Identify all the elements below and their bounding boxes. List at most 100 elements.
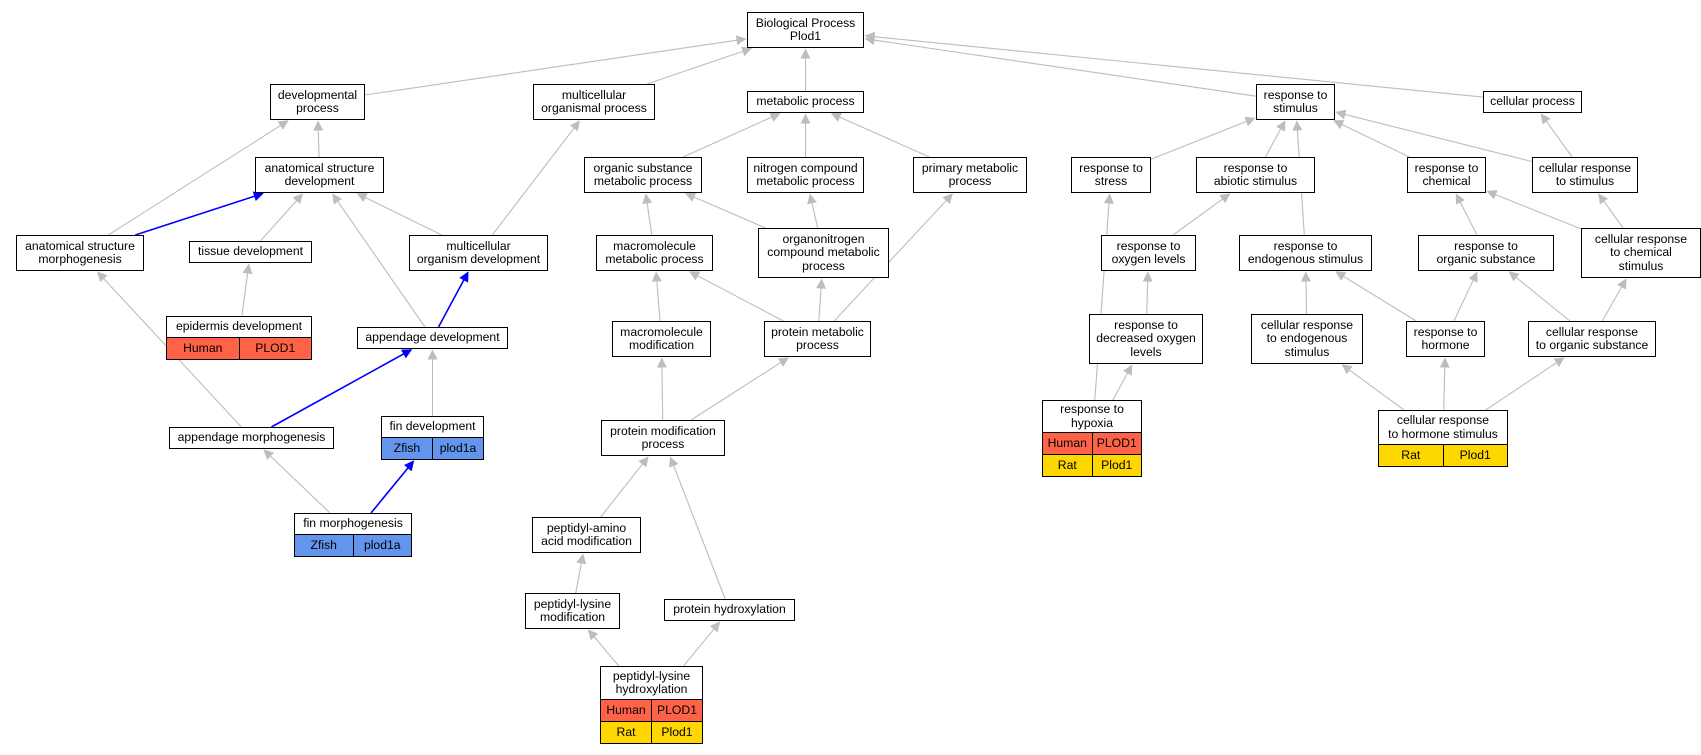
edge-prmp-to-ocmp — [816, 278, 827, 322]
edge-fm-to-am — [263, 449, 331, 514]
node-label-line: oxygen levels — [1111, 252, 1186, 266]
species-label: Rat — [1057, 457, 1077, 472]
node-label-line: response to — [1060, 402, 1124, 416]
edge-cros-to-crcs — [1601, 278, 1627, 322]
node-label-line: decreased oxygen — [1096, 331, 1196, 346]
edge-ed-to-td — [241, 263, 253, 317]
gene-label: plod1a — [352, 535, 412, 556]
node-label-line: peptidyl-amino — [546, 520, 627, 535]
edge-plm-to-paam — [575, 553, 587, 594]
edge-rhyp-to-rtstress — [1094, 193, 1114, 401]
node-label-line: stress — [1094, 174, 1128, 188]
node-label-line: stimulus — [1618, 258, 1664, 273]
edge-crhs-to-rth — [1439, 357, 1450, 411]
go-node-met[interactable]: metabolic process — [747, 91, 864, 113]
node-label: tissue development — [190, 242, 311, 262]
node-label-line: peptidyl-lysine — [612, 668, 691, 683]
go-node-ad[interactable]: appendage development — [357, 327, 508, 349]
node-label-line: stimulus — [1273, 101, 1318, 115]
edge-rts-to-bp — [864, 35, 1257, 97]
node-label-line: organic substance — [1436, 252, 1536, 266]
node-label-line: hydroxylation — [615, 682, 688, 696]
node-label-line: cellular response — [1545, 324, 1639, 339]
edge-ocmp-to-osmp — [685, 192, 766, 229]
node-label-line: response to — [1116, 238, 1181, 253]
edge-rtstress-to-rts — [1150, 116, 1256, 160]
node-label-line: epidermis development — [175, 319, 302, 334]
node-label-line: tissue development — [197, 244, 303, 259]
node-label-line: anatomical structure — [264, 160, 375, 175]
edge-crhs-to-cres — [1341, 364, 1405, 411]
species-label: Zfish — [310, 537, 337, 552]
node-label-line: development — [284, 174, 355, 188]
node-label-line: to chemical — [1610, 245, 1672, 260]
node-label-line: process — [796, 338, 839, 352]
edge-paam-to-pmodp — [600, 456, 649, 518]
node-label-line: response to — [1114, 317, 1178, 332]
edge-am-to-ad — [271, 348, 413, 428]
edge-fm-to-fd — [370, 460, 415, 514]
node-label-line: to stimulus — [1555, 174, 1615, 188]
edge-mod-to-mcop — [491, 120, 580, 236]
edge-crcs-to-rtc — [1486, 190, 1582, 230]
go-node-ph[interactable]: protein hydroxylation — [664, 599, 795, 621]
go-node-am[interactable]: appendage morphogenesis — [169, 427, 334, 449]
edge-crhs-to-cros — [1485, 357, 1565, 411]
edge-rhyp-to-rdol — [1112, 364, 1133, 401]
go-node-cp[interactable]: cellular process — [1483, 91, 1582, 113]
node-label-line: response to — [1414, 160, 1479, 175]
go-node-td[interactable]: tissue development — [189, 241, 312, 263]
node-label-line: stimulus — [1284, 344, 1330, 359]
